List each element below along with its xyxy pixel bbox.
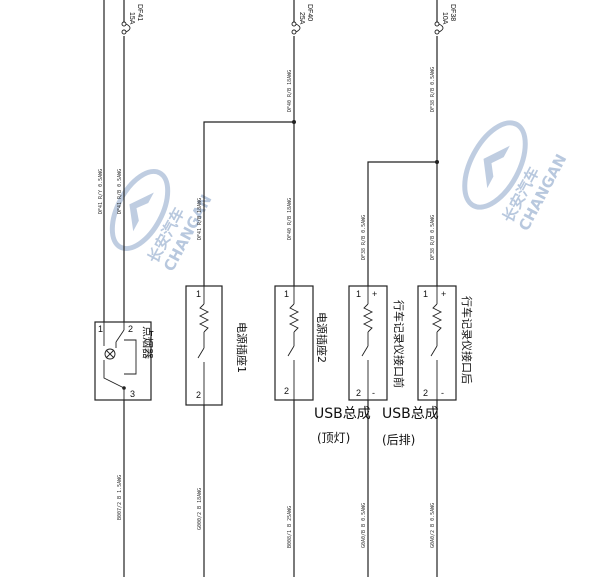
fuse-df40-rating: 25A bbox=[298, 12, 305, 25]
lighter-pin-3: 3 bbox=[130, 389, 135, 399]
wire-label-mid-c: DF38 R/B 0.5AWG bbox=[361, 215, 367, 260]
usb-rear-title: USB总成 bbox=[382, 406, 439, 422]
changan-watermark-right: 长安汽车 CHANGAN bbox=[462, 120, 570, 234]
fuse-df38-id: DF38 bbox=[449, 4, 456, 21]
usb-dashcam-rear: 1 + 2 - 行车记录仪接口后 bbox=[417, 285, 474, 401]
power-socket-1: 1 2 电源插座1 bbox=[185, 285, 249, 406]
fuse-df41: DF41 15A bbox=[121, 0, 143, 35]
cigarette-lighter: 1 2 3 点烟器 bbox=[94, 321, 155, 401]
fuse-df40-id: DF40 bbox=[306, 4, 313, 21]
usb-rear-plus: + bbox=[441, 289, 446, 299]
usb-front-pin-2: 2 bbox=[356, 388, 361, 398]
wire-label-bot-d: G0A0/B B 0.5AWG bbox=[361, 503, 367, 548]
usb-front-minus: - bbox=[372, 388, 375, 398]
usb-rear-pin-1: 1 bbox=[423, 289, 428, 299]
fuse-df41-id: DF41 bbox=[136, 4, 143, 21]
socket2-label: 电源插座2 bbox=[315, 312, 329, 363]
wire-branch-usb-front bbox=[367, 161, 437, 286]
wire-label-bot-c: B008/1 B 25AWG bbox=[287, 506, 293, 548]
wire-label-df40: DF40 R/B 18AWG bbox=[287, 70, 293, 112]
wire-label-mid-a: DF41 R/B 18AWG bbox=[197, 198, 203, 240]
socket2-pin-1: 1 bbox=[284, 289, 289, 299]
lighter-pin-1: 1 bbox=[98, 324, 103, 334]
wire-label-bot-e: G0A0/2 B 0.5AWG bbox=[430, 503, 436, 548]
usb-front-title: USB总成 bbox=[314, 406, 371, 422]
power-socket-2: 1 2 电源插座2 bbox=[274, 285, 329, 401]
wire-label-bot-b: G000/2 B 18AWG bbox=[197, 488, 203, 530]
fuse-df40: DF40 25A bbox=[291, 0, 313, 35]
socket2-pin-2: 2 bbox=[284, 386, 289, 396]
usb-front-sub: (顶灯) bbox=[317, 431, 350, 445]
lighter-label: 点烟器 bbox=[141, 326, 155, 359]
wire-label-top-a: DF41 R/Y 0.5AWG bbox=[98, 169, 104, 214]
usb-rear-pin-2: 2 bbox=[423, 388, 428, 398]
socket1-pin-2: 2 bbox=[196, 390, 201, 400]
socket1-pin-1: 1 bbox=[196, 289, 201, 299]
fuse-df41-rating: 15A bbox=[128, 12, 135, 25]
usb-rear-minus: - bbox=[441, 388, 444, 398]
lighter-pin-2: 2 bbox=[128, 324, 133, 334]
wire-label-df38: DF38 R/B 0.5AWG bbox=[430, 67, 436, 112]
usb-front-label: 行车记录仪接口前 bbox=[392, 300, 406, 388]
wire-branch-socket1 bbox=[203, 121, 294, 286]
usb-front-pin-1: 1 bbox=[356, 289, 361, 299]
usb-rear-sub: (后排) bbox=[382, 433, 415, 447]
fuse-df38-rating: 10A bbox=[441, 12, 448, 25]
wire-label-mid-b: DF40 R/B 18AWG bbox=[287, 198, 293, 240]
fuse-df38: DF38 10A bbox=[434, 0, 456, 35]
wire-label-mid-d: DF38 R/B 0.5AWG bbox=[430, 215, 436, 260]
usb-front-plus: + bbox=[372, 289, 377, 299]
usb-rear-label: 行车记录仪接口后 bbox=[460, 296, 474, 384]
usb-dashcam-front: 1 + 2 - 行车记录仪接口前 bbox=[348, 285, 406, 401]
wire-label-top-b: DF41 R/B 0.5AWG bbox=[117, 169, 123, 214]
socket1-label: 电源插座1 bbox=[235, 322, 249, 373]
wire-label-bot-a: B007/2 B 1.5AWG bbox=[117, 475, 123, 520]
